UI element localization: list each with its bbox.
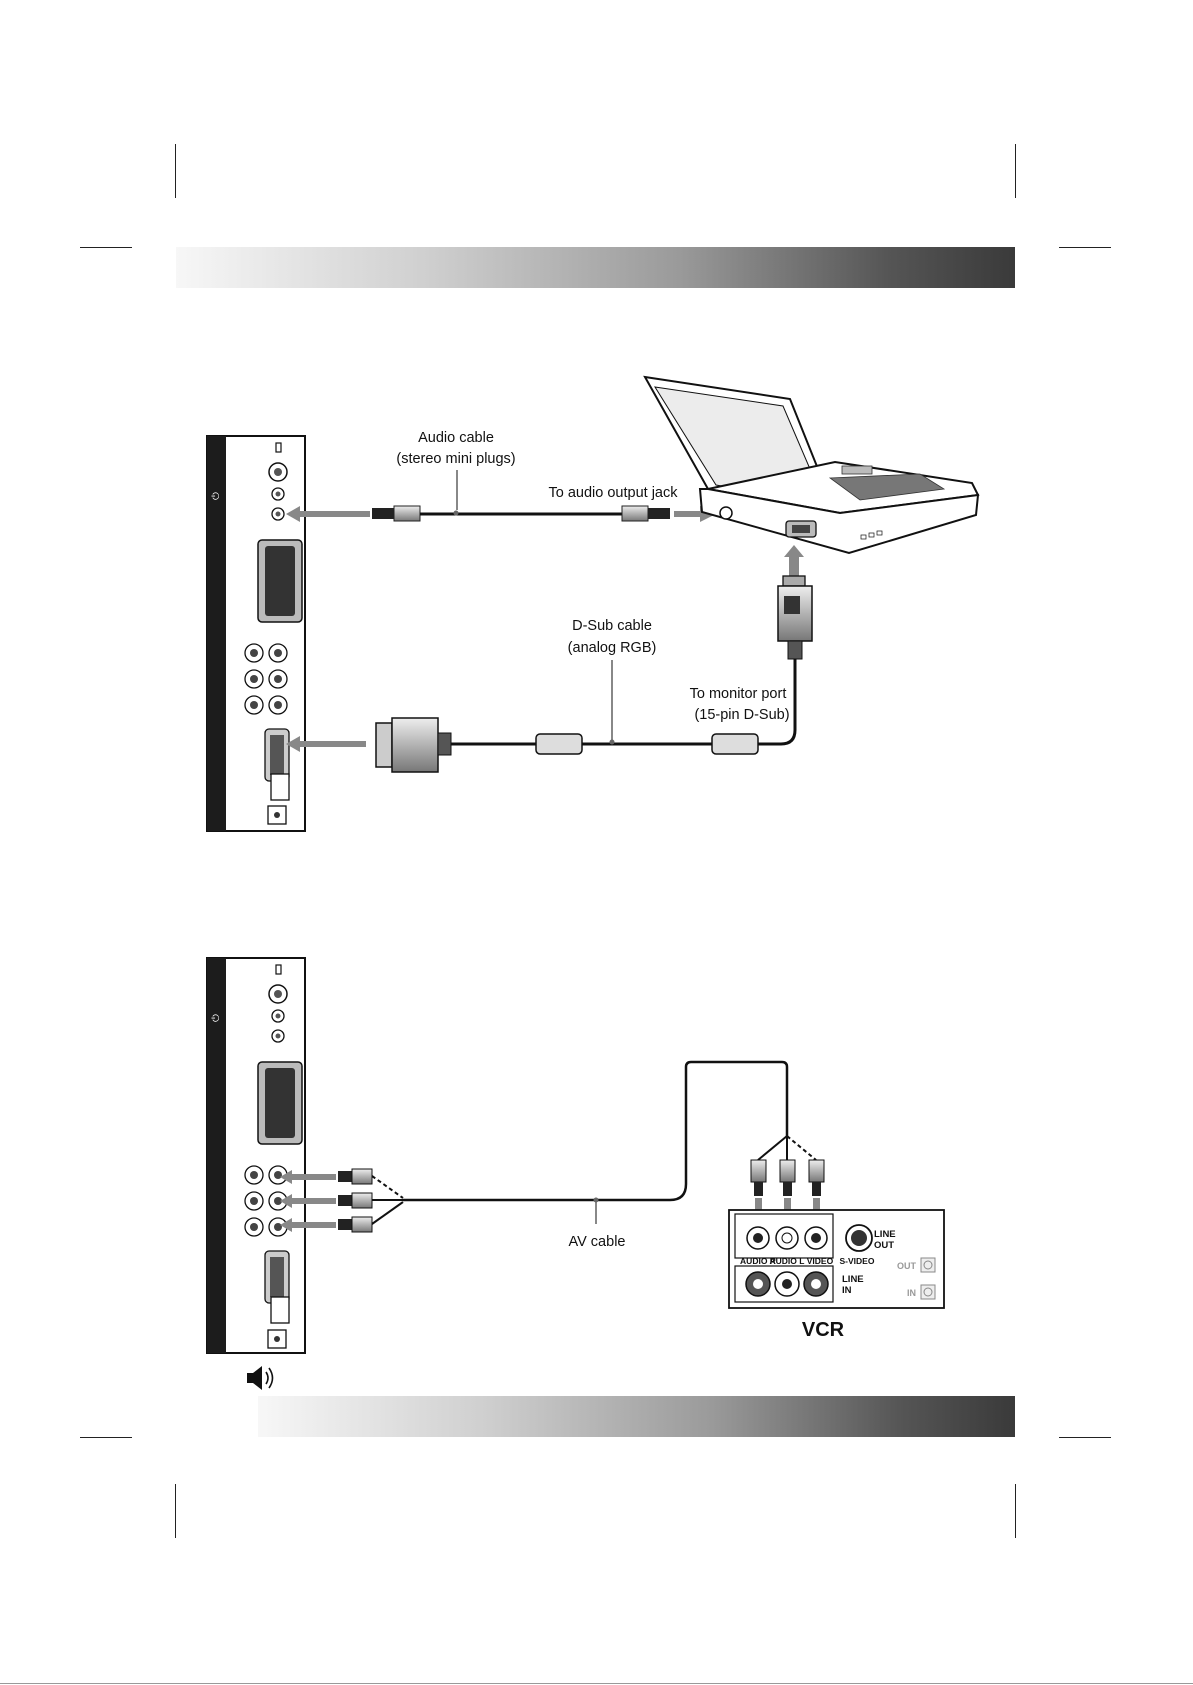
audio-output-jack-label: To audio output jack bbox=[549, 485, 679, 501]
vcr-line-out-2: OUT bbox=[874, 1240, 894, 1251]
av-cable-label: AV cable bbox=[569, 1234, 626, 1250]
vcr-video: VIDEO bbox=[807, 1256, 834, 1266]
dsub-cable-label-2: (analog RGB) bbox=[568, 640, 657, 656]
vcr-s-video: S-VIDEO bbox=[840, 1256, 875, 1266]
vcr-line-in-1: LINE bbox=[842, 1274, 864, 1285]
vcr-title: VCR bbox=[802, 1319, 845, 1341]
monitor-port-label-1: To monitor port bbox=[690, 686, 787, 702]
tv-panel-2: ⏻ bbox=[207, 958, 305, 1353]
audio-arrow bbox=[286, 506, 370, 522]
vcr-out: OUT bbox=[897, 1261, 917, 1271]
vga-up-arrow bbox=[784, 545, 804, 580]
vcr-line-out-1: LINE bbox=[874, 1229, 896, 1240]
laptop-icon bbox=[645, 377, 978, 553]
power-icon: ⏻ bbox=[211, 492, 222, 500]
audio-cable-label-2: (stereo mini plugs) bbox=[396, 451, 515, 467]
power-icon: ⏻ bbox=[211, 1014, 222, 1022]
dsub-arrow bbox=[286, 736, 366, 752]
rca-plug-icon bbox=[751, 1160, 824, 1196]
audio-cable-label-1: Audio cable bbox=[418, 430, 494, 446]
monitor-port-label-2: (15-pin D-Sub) bbox=[694, 707, 789, 723]
tv-panel-1: ⏻ bbox=[207, 436, 305, 831]
vcr-audio-l: AUDIO L bbox=[770, 1256, 805, 1266]
speaker-icon bbox=[247, 1366, 273, 1390]
vcr-line-in-2: IN bbox=[842, 1285, 852, 1296]
dsub-cable-label-1: D-Sub cable bbox=[572, 618, 652, 634]
av-arrows-tv bbox=[280, 1170, 336, 1232]
rca-plug-icon bbox=[338, 1169, 372, 1232]
vcr-in: IN bbox=[907, 1288, 916, 1298]
